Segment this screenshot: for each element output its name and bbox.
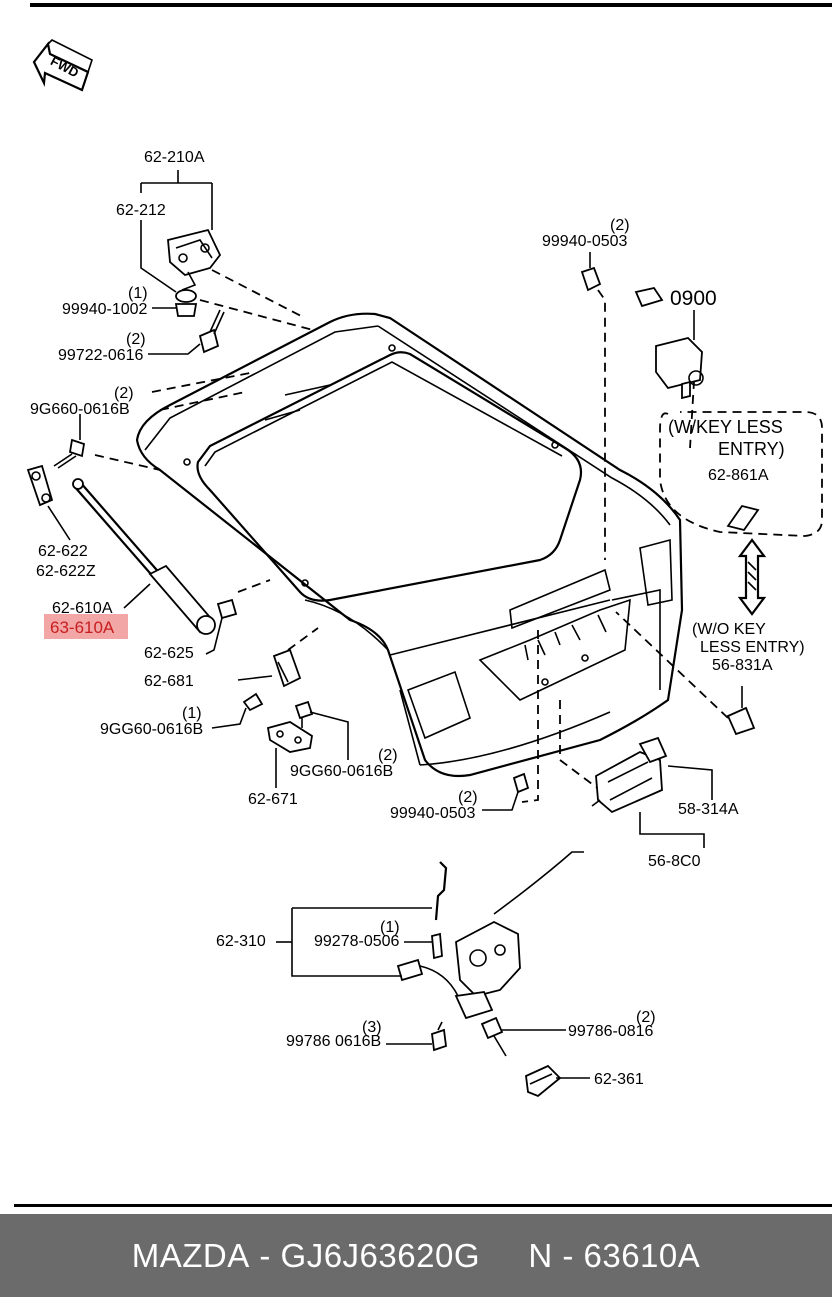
label-wokey-line2: LESS ENTRY) <box>700 639 805 656</box>
bumper-part-2 <box>266 700 349 788</box>
ball-stud-part <box>205 598 238 655</box>
label-qty-2-a: (2) <box>126 331 146 348</box>
label-62-212: 62-212 <box>116 202 166 219</box>
dashed-guides <box>94 269 729 803</box>
label-9GG60-0616B-b: 9GG60-0616B <box>290 763 393 780</box>
footer-gap <box>480 1237 528 1275</box>
label-wokey-line1: (W/O KEY <box>692 621 766 638</box>
label-99940-0503-b: 99940-0503 <box>542 233 628 250</box>
label-qty-2-f: (2) <box>636 1009 656 1026</box>
striker-part <box>525 1064 590 1098</box>
label-62-361: 62-361 <box>594 1071 644 1088</box>
nut-part <box>152 289 198 317</box>
label-62-610A: 62-610A <box>52 600 113 617</box>
gas-strut-part <box>72 478 216 635</box>
label-62-622: 62-622 <box>38 543 88 560</box>
label-qty-2-d: (2) <box>458 789 478 806</box>
label-99722-0616: 99722-0616 <box>58 347 144 364</box>
label-56-831A: 56-831A <box>712 657 773 674</box>
label-99786-0816: 99786-0816 <box>568 1023 654 1040</box>
fwd-arrow-icon: FWD <box>32 39 93 92</box>
lock-cylinder-part <box>634 286 704 400</box>
garnish-handle-part <box>591 736 713 848</box>
label-qty-1-c: (1) <box>380 919 400 936</box>
keyless-entry-callout <box>659 411 823 537</box>
label-62-625: 62-625 <box>144 645 194 662</box>
striker-bolt-part <box>480 1016 566 1057</box>
bolt-part-2 <box>53 414 86 469</box>
label-qty-2-e: (2) <box>610 217 630 234</box>
footer-part-number: GJ6J63620G <box>280 1236 480 1274</box>
label-qty-1-b: (1) <box>182 705 202 722</box>
screw-part-3 <box>726 686 756 736</box>
clip-nut-part <box>482 772 530 811</box>
label-62-681: 62-681 <box>144 673 194 690</box>
highlight-box <box>44 614 128 639</box>
bottom-border-rule <box>14 1204 832 1207</box>
screw-part <box>211 692 264 729</box>
label-9G660-0616B: 9G660-0616B <box>30 401 130 418</box>
label-wkey-line2: ENTRY) <box>718 439 785 459</box>
latch-rod-part <box>434 851 584 921</box>
label-62-310: 62-310 <box>216 933 266 950</box>
liftgate-panel <box>135 312 684 778</box>
label-63-610A: 63-610A <box>50 618 115 637</box>
strut-bracket-part <box>26 464 71 541</box>
clip-nut-part-2 <box>580 252 602 292</box>
label-62-622Z: 62-622Z <box>36 563 96 580</box>
footer-brand: MAZDA <box>131 1236 250 1274</box>
label-62-671: 62-671 <box>248 791 298 808</box>
label-56-8C0: 56-8C0 <box>648 853 701 870</box>
label-qty-1-a: (1) <box>128 285 148 302</box>
label-qty-3: (3) <box>362 1019 382 1036</box>
latch-bolt-part <box>386 1021 447 1052</box>
label-62-861A: 62-861A <box>708 467 769 484</box>
label-qty-2-b: (2) <box>114 385 134 402</box>
footer-separator: - <box>249 1236 281 1274</box>
label-62-210A: 62-210A <box>144 149 205 166</box>
part-info-footer: MAZDA - GJ6J63620G N - 63610A <box>0 1214 832 1297</box>
label-0900: 0900 <box>670 287 717 310</box>
footer-n-code: N - 63610A <box>528 1236 701 1274</box>
label-wkey-line1: (W/KEY LESS <box>668 417 783 437</box>
label-99278-0506: 99278-0506 <box>314 933 400 950</box>
label-99940-0503-a: 99940-0503 <box>390 805 476 822</box>
label-99940-1002: 99940-1002 <box>62 301 148 318</box>
bolt-part <box>148 309 225 355</box>
top-border-rule <box>30 3 832 7</box>
bumper-part <box>237 648 302 688</box>
hinge-part <box>140 170 222 293</box>
label-9GG60-0616B-a: 9GG60-0616B <box>100 721 203 738</box>
latch-part <box>276 907 521 1020</box>
label-99786-0616B: 99786 0616B <box>286 1033 381 1050</box>
parts-diagram: FWD <box>26 39 823 1098</box>
label-qty-2-c: (2) <box>378 747 398 764</box>
double-arrow-icon <box>737 538 767 616</box>
label-58-314A: 58-314A <box>678 801 739 818</box>
